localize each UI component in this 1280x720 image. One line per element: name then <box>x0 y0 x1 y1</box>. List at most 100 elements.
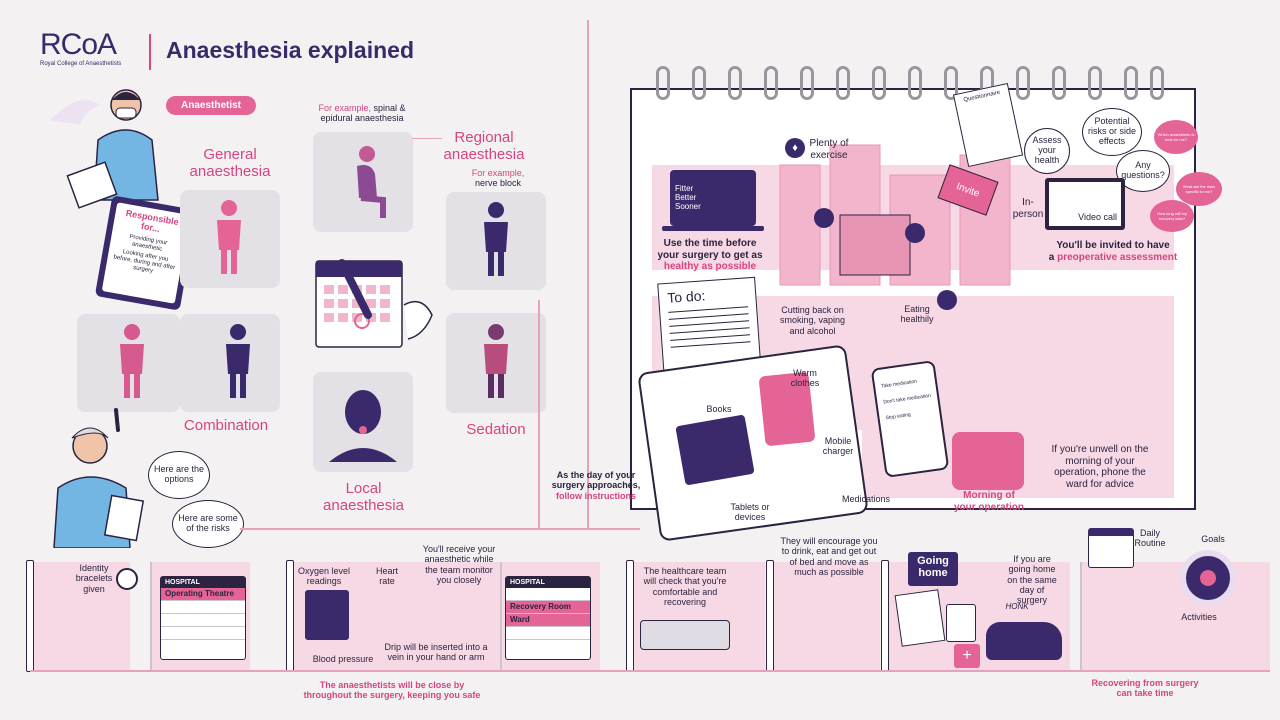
phone-take: Take medication <box>880 378 918 390</box>
invited-2-prefix: a <box>1048 251 1055 263</box>
potential-risks-bubble: Potential risks or side effects <box>1082 108 1142 156</box>
warm-clothes-label: Warm clothes <box>790 368 820 389</box>
sign-1-row-3 <box>161 614 245 627</box>
sedation-person <box>484 324 508 398</box>
hospital-sign-2-head: HOSPITAL <box>506 577 590 588</box>
regional-example-prefix: For example, <box>318 103 371 113</box>
blood-pressure-caption: Blood pressure <box>312 654 374 664</box>
pink-question-2: What are the risks specific to me? <box>1176 172 1222 206</box>
laptop-screen-text: Fitter Better Sooner <box>675 184 701 211</box>
car <box>986 622 1062 660</box>
pill-bottle <box>946 604 976 642</box>
going-home-sign: Going home <box>908 552 958 586</box>
use-time-caption: Use the time before your surgery to get … <box>650 238 770 273</box>
header-divider <box>149 34 151 70</box>
phone-stop: Stop eating <box>885 411 912 422</box>
heart-rate-caption: Heart rate <box>375 566 398 587</box>
scene-encourage <box>770 562 880 670</box>
hospital-sign-1: HOSPITAL Operating Theatre <box>160 576 246 660</box>
encourage-caption: They will encourage you to drink, eat an… <box>780 536 878 578</box>
pink-question-1: Which anaesthetic is best for me? <box>1154 120 1198 154</box>
invite-text: Invite <box>954 181 981 200</box>
nerve-block-person <box>484 202 508 276</box>
use-time-2: your surgery to get as <box>657 249 763 261</box>
use-time-1: Use the time before <box>663 238 757 249</box>
morning-2: your operation <box>953 501 1024 513</box>
operating-theatre-row[interactable]: Operating Theatre <box>161 588 245 601</box>
sign-2-row-1 <box>506 588 590 601</box>
first-aid-box: + <box>954 644 980 668</box>
general-person <box>217 200 241 274</box>
ward-row[interactable]: Ward <box>506 614 590 627</box>
going-home-text: Going home <box>917 555 949 580</box>
paper-docs <box>894 589 946 647</box>
todo-title: To do: <box>666 287 706 306</box>
local-label: Local anaesthesia <box>323 480 404 515</box>
combination-person-left <box>120 324 144 398</box>
doctor-figure <box>53 408 145 548</box>
recovery-room-row[interactable]: Recovery Room <box>506 601 590 614</box>
suitcase-devices <box>675 414 755 486</box>
regional-connector <box>412 138 442 139</box>
in-person-label: In-person <box>1012 197 1044 220</box>
door-6 <box>766 560 774 672</box>
rcoa-logo[interactable]: RCoA Royal College of Anaesthetists <box>40 30 140 68</box>
invited-2: preoperative assessment <box>1057 251 1178 263</box>
monitor-screen <box>305 590 349 640</box>
questionnaire-title: Questionnaire <box>963 89 1001 104</box>
risks-bubble: Here are some of the risks <box>172 500 244 548</box>
receive-caption: You'll receive your anaesthetic while th… <box>422 544 496 586</box>
day-2: surgery approaches, <box>551 480 641 491</box>
activities-caption: Activities <box>1181 612 1217 622</box>
honk-text: HONK <box>1005 602 1029 611</box>
nerve-block-text: nerve block <box>474 178 522 189</box>
eating-healthily-label: Eating healthily <box>900 304 934 325</box>
door-1 <box>26 560 34 672</box>
logo-subtitle: Royal College of Anaesthetists <box>40 61 122 67</box>
journey-line-vertical <box>538 300 540 528</box>
anaesthetist-badge: Anaesthetist <box>166 96 256 115</box>
potential-risks-text: Potential risks or side effects <box>1087 116 1136 146</box>
invited-1: You'll be invited to have <box>1056 240 1170 251</box>
combination-person-right <box>226 324 250 398</box>
door-7 <box>881 560 889 672</box>
close-by-1: The anaesthetists will be close by <box>319 680 465 690</box>
sign-2-row-4 <box>506 627 590 640</box>
bracelet-icon[interactable] <box>116 568 138 590</box>
any-questions-bubble: Any questions? <box>1116 150 1170 192</box>
door-3 <box>286 560 294 672</box>
close-by-caption: The anaesthetists will be close by throu… <box>292 680 492 701</box>
exercise-icon: ♦ <box>785 138 805 158</box>
target-center <box>1200 570 1216 586</box>
scene-recovery-home <box>1080 562 1270 670</box>
page-title: Anaesthesia explained <box>166 37 414 63</box>
unwell-caption: If you're unwell on the morning of your … <box>1051 444 1149 490</box>
daily-routine-caption: Daily Routine <box>1134 528 1166 549</box>
scene-check <box>630 562 765 670</box>
sign-1-row-2 <box>161 601 245 614</box>
assess-health-text: Assess your health <box>1032 135 1062 165</box>
sign-1-row-4 <box>161 627 245 640</box>
day-1: As the day of your <box>556 470 636 480</box>
recovering-caption: Recovering from surgery can take time <box>1080 678 1210 699</box>
pink-question-3: How long will my recovery take? <box>1150 200 1194 232</box>
regional-label: Regional anaesthesia <box>443 129 525 164</box>
clock-icon <box>905 223 925 243</box>
calendar-pencil-illustration <box>315 259 433 348</box>
nerve-block-example: For example, nerve block <box>463 168 533 189</box>
plenty-exercise-label: Plenty of exercise <box>809 138 849 161</box>
section-divider <box>587 20 589 530</box>
anaesthetist-figure <box>50 89 159 209</box>
use-time-3: healthy as possible <box>663 261 757 272</box>
oxygen-caption: Oxygen level readings <box>297 566 351 587</box>
phone-dont: Don't take medication <box>883 392 932 406</box>
nerve-block-prefix: For example, <box>471 168 525 178</box>
routine-calendar[interactable] <box>1088 528 1134 568</box>
medications-label: Medications <box>841 494 891 504</box>
laptop: Fitter Better Sooner <box>670 170 756 226</box>
options-bubble-text: Here are the options <box>153 464 205 484</box>
options-bubble: Here are the options <box>148 451 210 499</box>
regional-person <box>357 146 386 218</box>
regional-example: For example, spinal & epidural anaesthes… <box>312 103 412 124</box>
books-label: Books <box>706 404 732 414</box>
